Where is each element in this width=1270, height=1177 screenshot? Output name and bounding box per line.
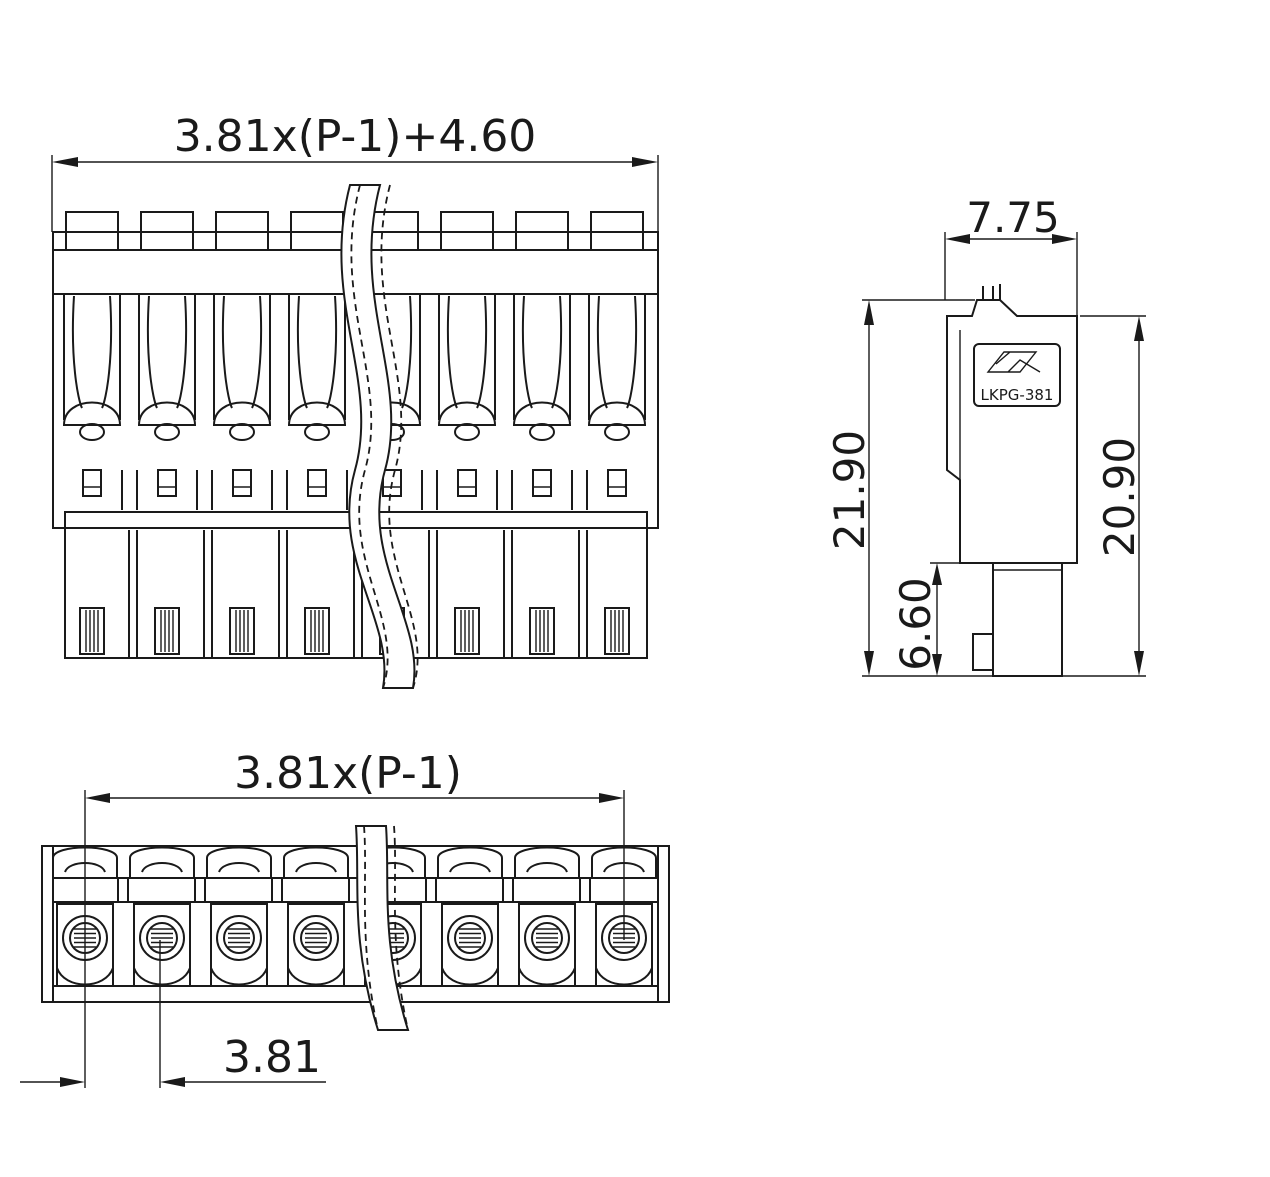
logo-text: LKPG-381 [981, 386, 1054, 404]
bottom-pole [437, 846, 514, 987]
front-pole [62, 211, 138, 658]
side-pin-height-label: 6.60 [891, 577, 940, 671]
front-pole [212, 211, 288, 658]
bottom-pole [514, 846, 591, 987]
bottom-pole [52, 846, 129, 987]
logo-frame [973, 343, 1061, 407]
bottom-pole [206, 846, 283, 987]
front-pole [287, 211, 363, 658]
bottom-pole [591, 846, 657, 987]
front-pole [437, 211, 513, 658]
side-depth-label: 7.75 [966, 193, 1060, 242]
side-view: 7.75 LKPG-381 21.90 20.90 6.60 [825, 193, 1146, 677]
side-body-height-label: 20.90 [1095, 437, 1144, 557]
front-view: 3.81x(P-1)+4.60 [51, 111, 659, 689]
bottom-pole [129, 846, 206, 987]
front-pole [512, 211, 588, 658]
front-pole [587, 211, 647, 655]
front-width-label: 3.81x(P-1)+4.60 [174, 111, 537, 162]
front-pole [137, 211, 213, 658]
logo-mark-icon [986, 351, 1041, 373]
side-total-height-label: 21.90 [825, 430, 874, 550]
bottom-pole [283, 846, 360, 987]
bottom-pole-group [52, 846, 657, 987]
pin-span-label: 3.81x(P-1) [234, 748, 462, 799]
pitch-label: 3.81 [223, 1032, 321, 1083]
bottom-view: 3.81x(P-1) 3.81 [20, 748, 670, 1088]
